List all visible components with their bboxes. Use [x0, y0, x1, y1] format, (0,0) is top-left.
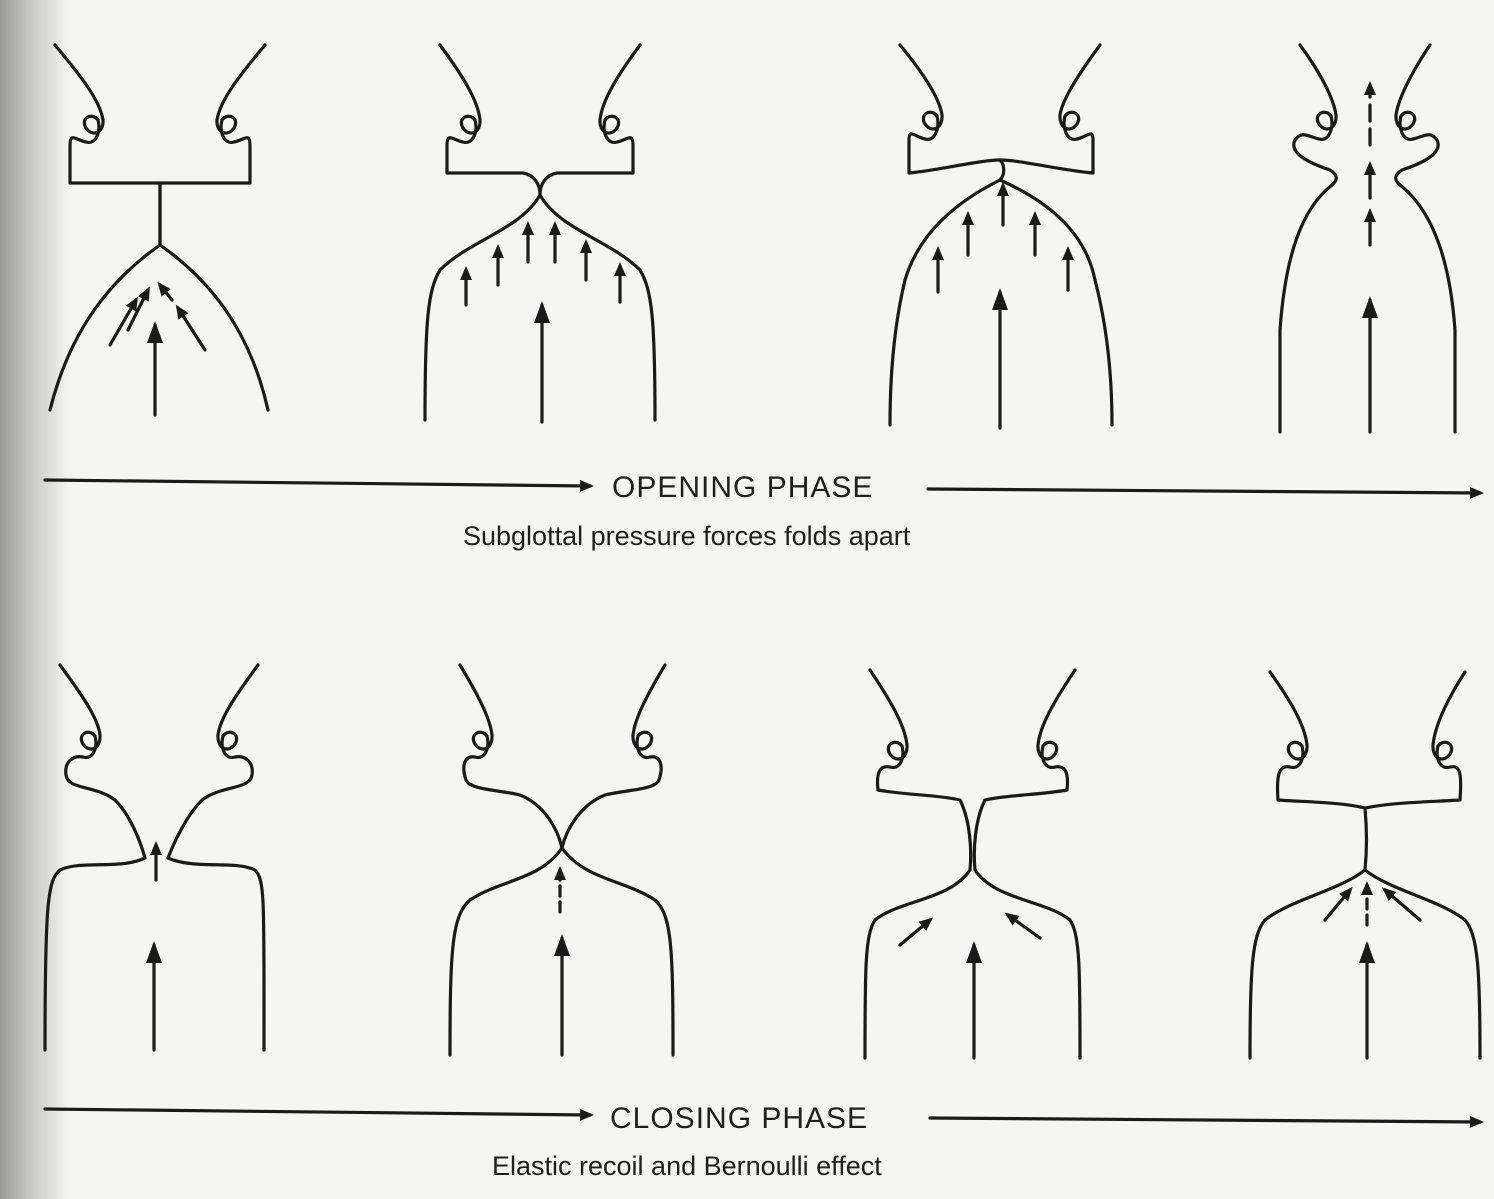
- closing-phase-caption: Elastic recoil and Bernoulli effect: [492, 1151, 882, 1181]
- timeline-arrow-right: [928, 489, 1480, 493]
- left-vocal-tract-wall: [865, 670, 971, 1058]
- timeline-arrow-left: [45, 1109, 590, 1115]
- right-vocal-tract-wall: [168, 665, 264, 1050]
- opening-stage-3: [890, 45, 1112, 428]
- bernoulli-arrow: [900, 920, 930, 945]
- bernoulli-arrow: [1325, 890, 1350, 920]
- closing-stage-3: [865, 670, 1080, 1058]
- timeline-arrow-left: [45, 480, 590, 486]
- left-vocal-tract-wall: [890, 45, 1004, 425]
- left-vocal-tract-wall: [1280, 45, 1336, 432]
- closing-phase-timeline: CLOSING PHASE Elastic recoil and Bernoul…: [45, 1102, 1480, 1181]
- opening-stage-4: [1280, 45, 1455, 432]
- opening-phase-caption: Subglottal pressure forces folds apart: [463, 521, 911, 551]
- closing-stage-4: [1250, 672, 1480, 1058]
- right-vocal-tract-wall: [160, 45, 268, 410]
- opening-phase-label: OPENING PHASE: [612, 471, 873, 504]
- opening-stage-1: [50, 45, 268, 415]
- closing-stage-1: [45, 665, 264, 1050]
- left-vocal-tract-wall: [425, 45, 540, 420]
- timeline-arrow-right: [930, 1118, 1480, 1122]
- left-vocal-tract-wall: [45, 665, 145, 1050]
- right-vocal-tract-wall: [1000, 45, 1112, 425]
- left-vocal-tract-wall: [50, 45, 160, 410]
- right-vocal-tract-wall: [1396, 45, 1455, 432]
- opening-stage-2: [425, 45, 655, 422]
- opening-phase-timeline: OPENING PHASE Subglottal pressure forces…: [45, 471, 1480, 551]
- closing-phase-label: CLOSING PHASE: [610, 1102, 868, 1135]
- closing-stage-2: [450, 665, 673, 1055]
- left-vocal-tract-wall: [450, 665, 562, 1055]
- bernoulli-arrow: [1008, 915, 1040, 938]
- pressure-arrow: [178, 308, 205, 350]
- right-vocal-tract-wall: [562, 665, 673, 1055]
- right-vocal-tract-wall: [540, 45, 655, 420]
- right-vocal-tract-wall: [974, 670, 1080, 1058]
- left-vocal-tract-wall: [1250, 672, 1367, 1058]
- right-vocal-tract-wall: [1365, 672, 1480, 1058]
- pressure-arrow: [160, 285, 172, 300]
